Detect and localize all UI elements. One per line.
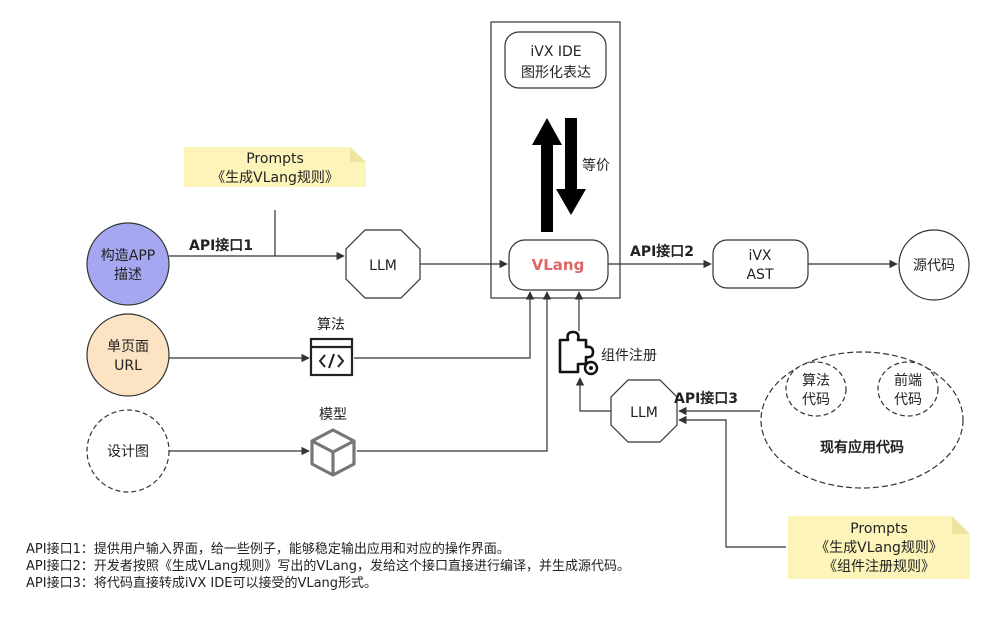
prompts-note-top: [184, 147, 366, 187]
llm-bottom-label: LLM: [630, 405, 658, 421]
down-arrow: [556, 118, 586, 215]
footnote-api2: API接口2：开发者按照《生成VLang规则》写出的VLang，发给这个接口直接…: [26, 559, 631, 574]
app-desc-label-2: 描述: [114, 267, 142, 283]
model-label: 模型: [319, 407, 347, 423]
footnote-api1: API接口1：提供用户输入界面，给一些例子，能够稳定输出应用和对应的操作界面。: [26, 542, 510, 557]
algorithm-label: 算法: [317, 317, 345, 333]
existing-code-label: 现有应用代码: [820, 439, 904, 456]
ast-label-2: AST: [746, 267, 773, 283]
prompts-note-bottom-rule-2: 《组件注册规则》: [823, 559, 935, 575]
ide-node: [504, 31, 607, 89]
source-code-node: [898, 229, 970, 301]
puzzle-gear-icon: [558, 330, 599, 376]
ide-label-2: 图形化表达: [521, 65, 591, 81]
frontend-code-label-1: 前端: [894, 372, 922, 389]
existing-code-group: [760, 351, 964, 489]
vlang-node: [508, 239, 609, 291]
algo-code-node: [785, 361, 847, 417]
footnotes: API接口1：提供用户输入界面，给一些例子，能够稳定输出应用和对应的操作界面。 …: [26, 541, 630, 592]
up-arrow: [532, 118, 562, 232]
edge-algorithm-to-vlang: [354, 291, 535, 359]
frontend-code-label-2: 代码: [894, 392, 922, 408]
api3-label: API接口3: [674, 390, 738, 407]
prompts-note-bottom-rule-1: 《生成VLang规则》: [815, 540, 943, 556]
frontend-code-node: [877, 361, 939, 417]
page-url-label-2: URL: [114, 358, 142, 374]
llm-bottom-node: [610, 379, 678, 443]
prompts-note-top-rule: 《生成VLang规则》: [211, 170, 339, 186]
source-code-label: 源代码: [913, 258, 955, 274]
api2-label: API接口2: [630, 243, 694, 260]
ide-container: [490, 21, 621, 299]
component-reg-label: 组件注册: [601, 348, 657, 364]
llm-top-label: LLM: [369, 258, 397, 274]
app-desc-label-1: 构造APP: [101, 248, 155, 264]
footnote-api3: API接口3：将代码直接转成iVX IDE可以接受的VLang形式。: [26, 576, 378, 591]
llm-top-node: [345, 229, 421, 299]
page-url-node: [86, 313, 170, 397]
code-icon: [309, 337, 354, 377]
equiv-label: 等价: [582, 157, 610, 174]
edge-prompts-to-llm-bottom: [678, 415, 786, 548]
app-desc-node: [86, 222, 170, 306]
edge-llm-to-component: [575, 377, 611, 412]
prompts-note-top-title: Prompts: [246, 151, 304, 167]
cube-icon: [310, 428, 356, 477]
prompts-note-bottom-title: Prompts: [850, 521, 908, 537]
page-url-label-1: 单页面: [107, 339, 149, 355]
vlang-label: VLang: [532, 256, 585, 274]
ast-label-1: iVX: [748, 248, 771, 264]
prompts-note-bottom: [788, 516, 970, 579]
ide-label-1: iVX IDE: [530, 44, 581, 60]
design-label: 设计图: [107, 444, 149, 460]
algo-code-label-2: 代码: [802, 392, 830, 408]
edge-model-to-vlang: [357, 291, 552, 452]
algo-code-label-1: 算法: [802, 373, 830, 389]
api1-label: API接口1: [189, 237, 253, 254]
